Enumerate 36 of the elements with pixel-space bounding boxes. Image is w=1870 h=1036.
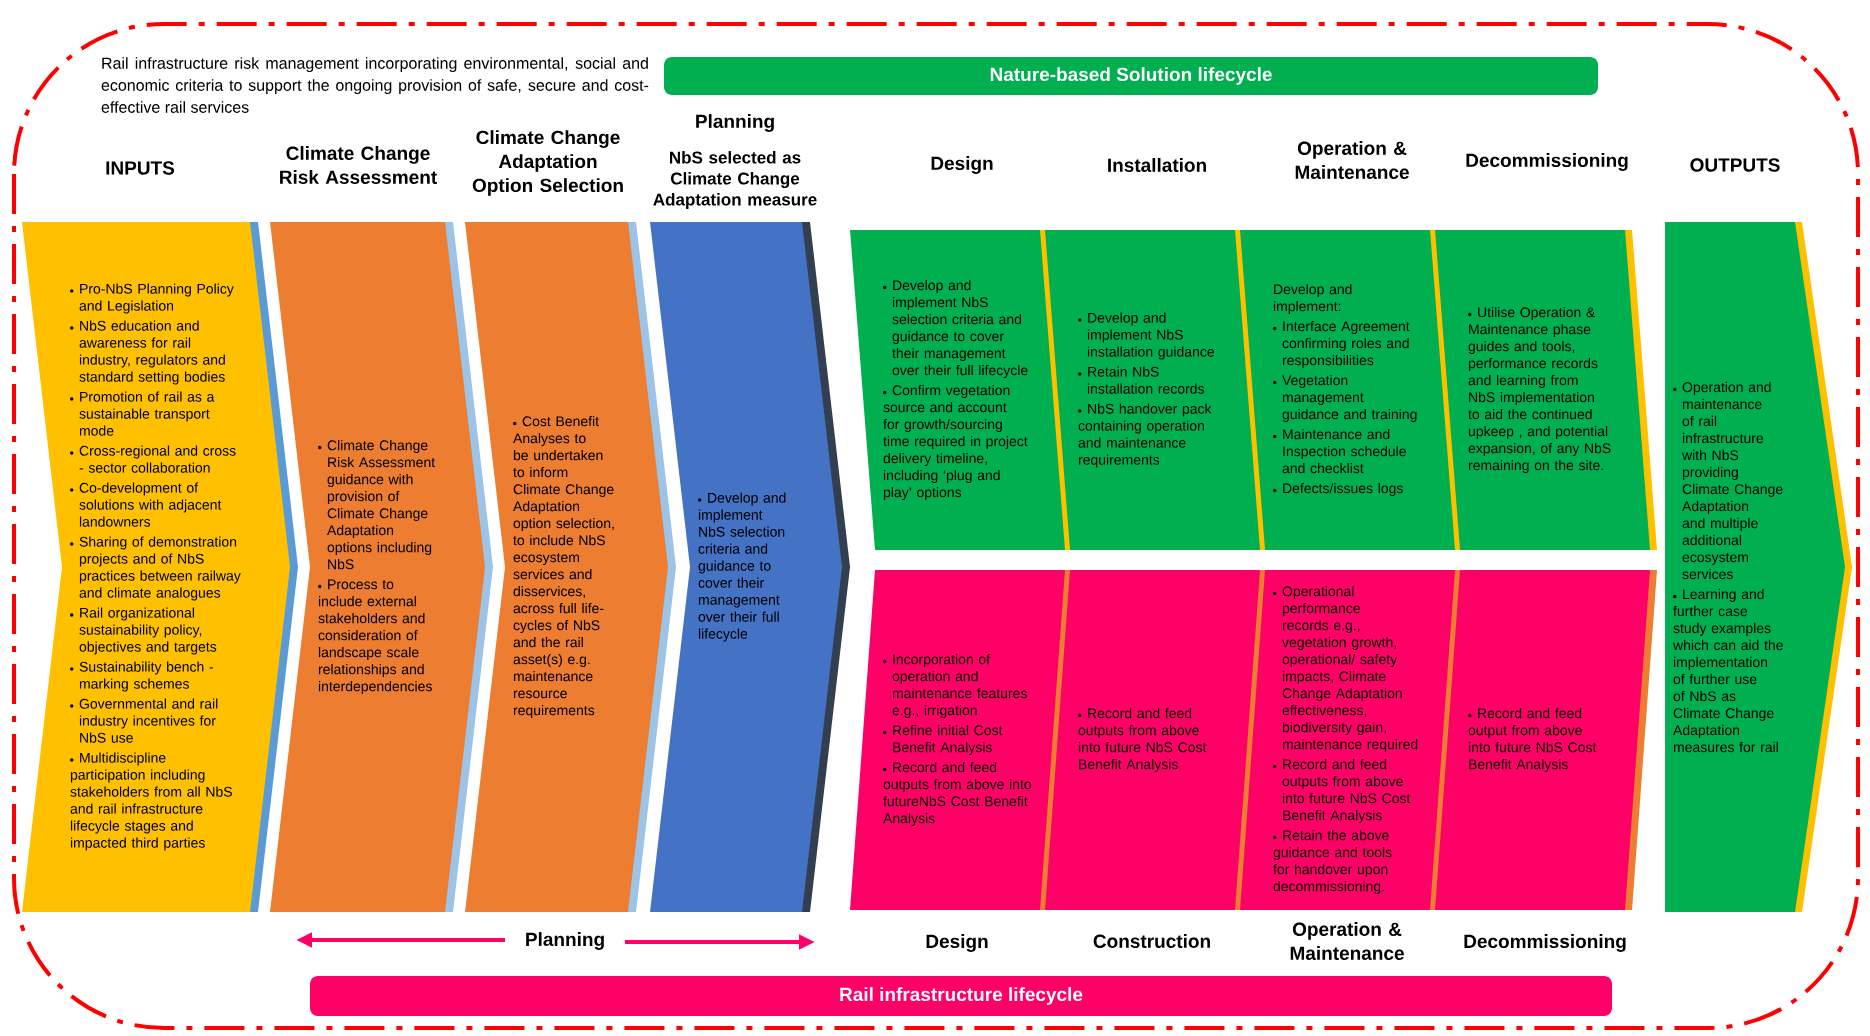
stage-label: Operation & Maintenance: [1290, 922, 1404, 960]
column-heading: Climate Change Adaptation Option Selection: [472, 130, 623, 196]
stage-box: Record and feed outputs from above into future NbS Cost Benefit Analysis: [1045, 570, 1267, 910]
node-label: Refine initial Cost Benefit Analysis: [893, 724, 1003, 756]
node-label: Incorporation of operation and maintenance features e.g., irrigation: [892, 653, 1027, 719]
stage-box: Utilise Operation & Maintenance phase guides and tools, performance records and learning from NbS implementation to aid the continued upkeep , and potential expansion, of any NbS remaining on the site.: [1435, 230, 1657, 550]
column-heading: Climate Change Risk Assessment: [280, 146, 437, 184]
stage-label: Decommissioning: [1464, 934, 1626, 952]
node-label: Record and feed outputs from above into futureNbS Cost Benefit Analysis: [883, 761, 1032, 827]
stage-box: Incorporation of operation and maintenance features e.g., irrigation Refine initial Cost Benefit Analysis Record and feed outputs from above into futureNbS Cost Benefit Analysis: [850, 570, 1072, 910]
stage-box: Develop and implement NbS installation guidance Retain NbS installation records NbS handover pack containing operation and maintenance requirements: [1045, 230, 1267, 550]
column-heading: OUTPUTS: [1690, 158, 1780, 172]
banner-bar: Nature-based Solution lifecycle: [664, 57, 1598, 95]
stage-label: Design: [926, 934, 988, 952]
column-heading: Design: [931, 156, 993, 174]
stage-box: Record and feed output from above into future NbS Cost Benefit Analysis: [1435, 570, 1657, 910]
column-heading: Decommissioning: [1466, 153, 1628, 171]
chevron-box: Develop and implement NbS selection criteria and guidance to cover their management over their full lifecycle: [650, 222, 850, 912]
description-text: Rail infrastructure risk management incorporating environmental, social and economic criteria to support the ongoing provision of safe, secure and cost-effective rail services: [101, 57, 649, 113]
node-label: Develop and implement NbS selection criteria and guidance to cover their management over their full lifecycle: [892, 279, 1028, 379]
banner-bar: Rail infrastructure lifecycle: [310, 976, 1612, 1016]
stage-box: Operational performance records e.g., vegetation growth, operational/ safety impacts, Climate Change Adaptation effectiveness, biodiversity gain, maintenance required Record and feed outputs from above into future NbS Cost Benefit Analysis Retain the above guidance and tools for handover upon decommissioning.: [1240, 570, 1462, 910]
chevron-box: Cost Benefit Analyses to be undertaken to inform Climate Change Adaptation option selection, to include NbS ecosystem services and disservices, across full life-cycles of NbS and the rail asset(s) e.g. maintenance resource requirements: [465, 222, 676, 912]
stage-box: Develop and implement: Interface Agreement confirming roles and responsibilities Vegetation management guidance and training Maintenance and Inspection schedule and checklist Defects/issues logs: [1240, 230, 1462, 550]
stage-box: Develop and implement NbS selection criteria and guidance to cover their management over their full lifecycle Confirm vegetation source and account for growth/sourcing time required in project delivery timeline, including ‘plug and play’ options: [850, 230, 1072, 550]
chevron-box: Pro-NbS Planning Policy and Legislation NbS education and awareness for rail industry, regulators and standard setting bodies Promotion of rail as a sustainable transport mode Cross-regional and cross - sector collaboration Co-development of solutions with adjacent landowners Sharing of demonstration projects and of NbS practices between railway and climate analogues Rail organizational sustainability policy, objectives and targets Sustainability bench - marking schemes Governmental and rail industry incentives for NbS use Multidiscipline participation including stakeholders from all NbS and rail infrastructure lifecycle stages and impacted third parties: [22, 222, 298, 912]
chevron-box: Climate Change Risk Assessment guidance with provision of Climate Change Adaptation options including NbS Process to include external stakeholders and consideration of landscape scale relationships and interdependencies: [270, 222, 493, 912]
column-heading: Operation & Maintenance: [1295, 141, 1409, 179]
stage-label: Planning: [526, 932, 604, 950]
column-heading: Planning: [696, 114, 774, 132]
stage-label: Construction: [1093, 934, 1210, 948]
column-heading: INPUTS: [106, 161, 175, 175]
node-label: Confirm vegetation source and account for growth/sourcing time required in project delivery timeline, including ‘plug and play’ options: [883, 384, 1028, 501]
column-heading: Installation: [1108, 158, 1206, 172]
chevron-box: Operation and maintenance of rail infrastructure with NbS providing Climate Change Adaptation and multiple additional ecosystem services Learning and further case study examples which can aid the implementation of further use of NbS as Climate Change Adaptation measures for rail: [1665, 222, 1853, 912]
column-heading: NbS selected as Climate Change Adaptation measure: [653, 151, 817, 209]
